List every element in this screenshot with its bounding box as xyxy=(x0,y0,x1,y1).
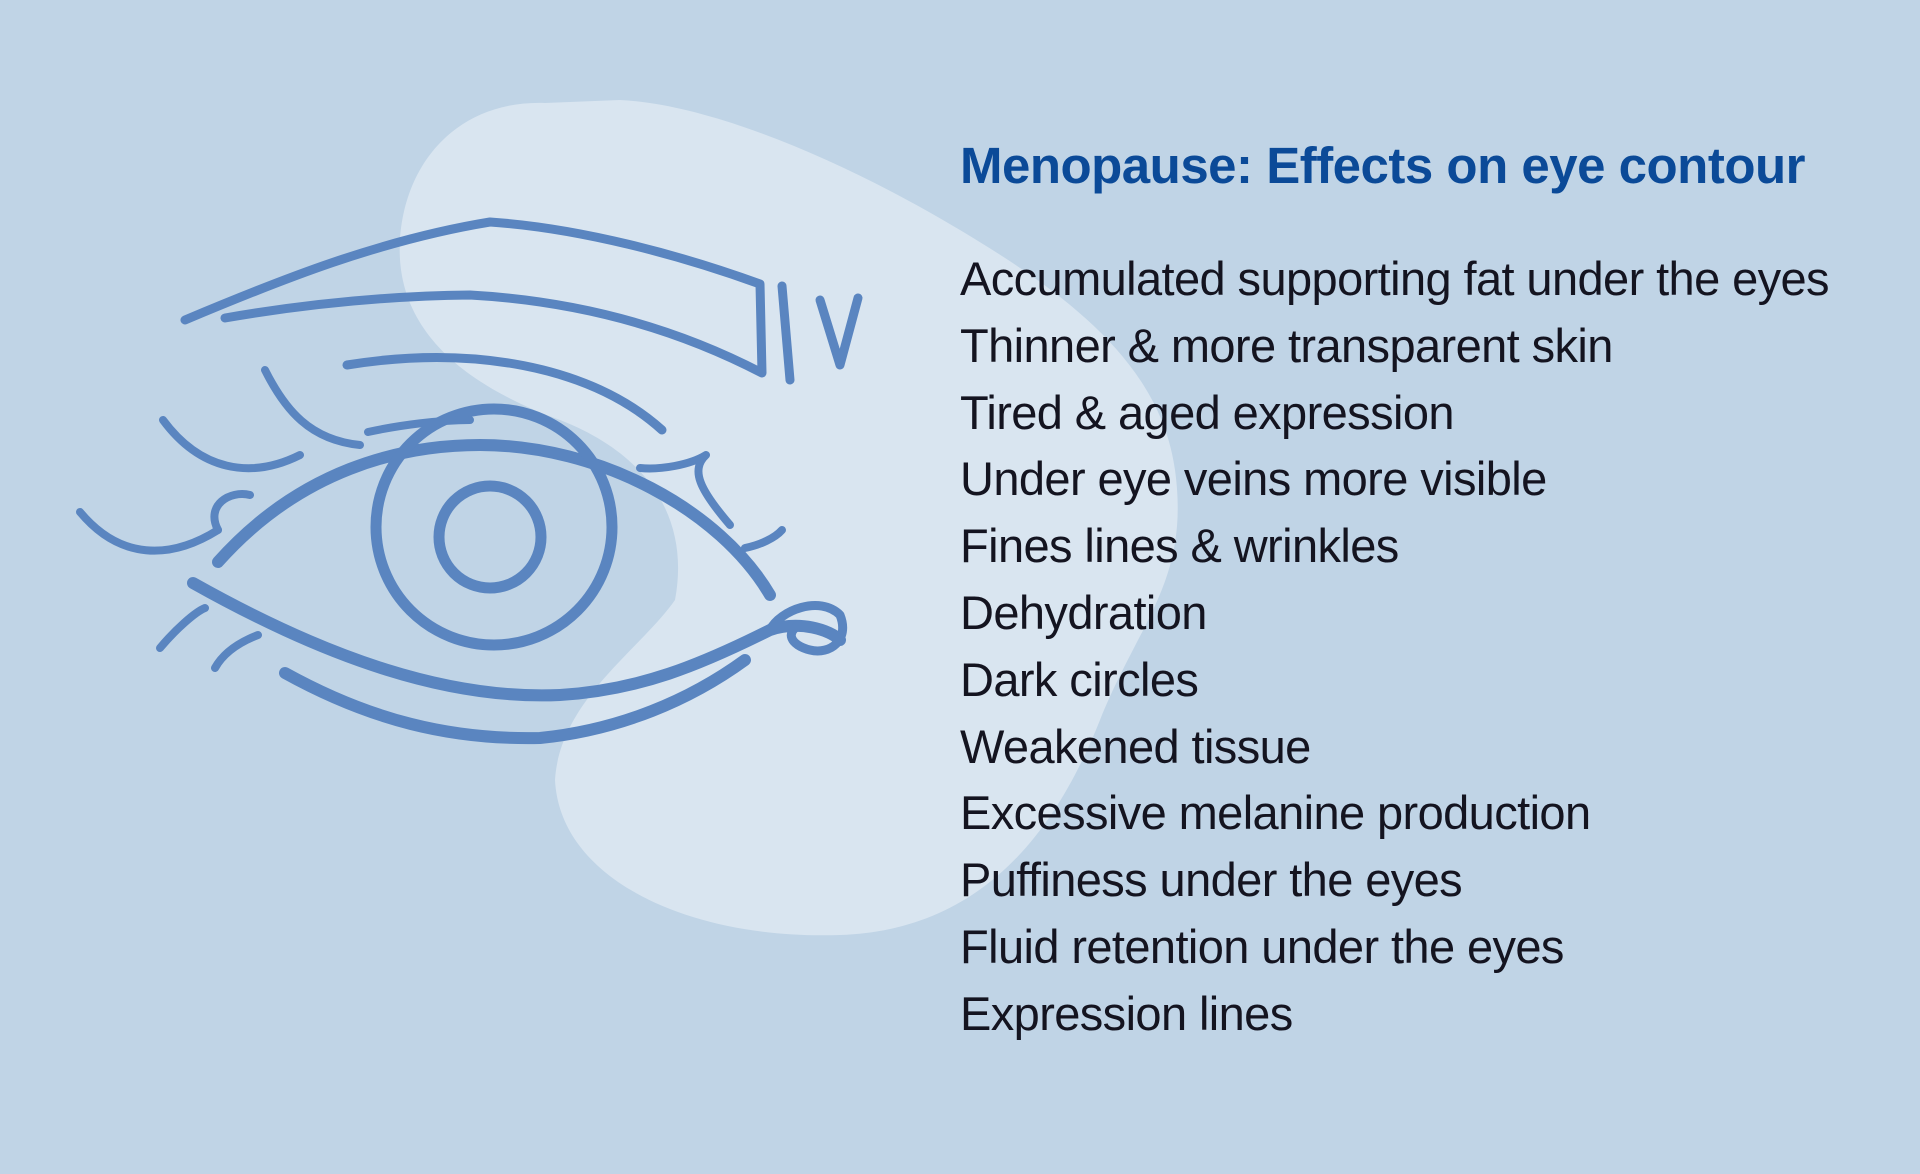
iris-icon xyxy=(370,403,618,651)
list-item: Expression lines xyxy=(960,986,1293,1040)
pupil-icon xyxy=(433,480,547,594)
list-item: Under eye veins more visible xyxy=(960,452,1547,506)
effects-panel: Menopause: Effects on eye contour Accumu… xyxy=(960,130,1890,1048)
page-title: Menopause: Effects on eye contour xyxy=(960,137,1805,194)
eyelashes-icon xyxy=(76,366,786,672)
list-item: Thinner & more transparent skin xyxy=(960,318,1613,372)
eyebrow-icon xyxy=(180,217,863,435)
eye-outline-icon xyxy=(187,439,848,745)
list-item: Weakened tissue xyxy=(960,719,1311,773)
list-item: Fines lines & wrinkles xyxy=(960,519,1399,573)
effects-list: Accumulated supporting fat under the eye… xyxy=(960,246,1890,1048)
list-item: Excessive melanine production xyxy=(960,786,1591,840)
list-item: Dark circles xyxy=(960,652,1199,706)
list-item: Tired & aged expression xyxy=(960,385,1455,439)
list-item: Puffiness under the eyes xyxy=(960,853,1463,907)
list-item: Fluid retention under the eyes xyxy=(960,919,1564,973)
list-item: Accumulated supporting fat under the eye… xyxy=(960,252,1830,305)
list-item: Dehydration xyxy=(960,585,1207,639)
